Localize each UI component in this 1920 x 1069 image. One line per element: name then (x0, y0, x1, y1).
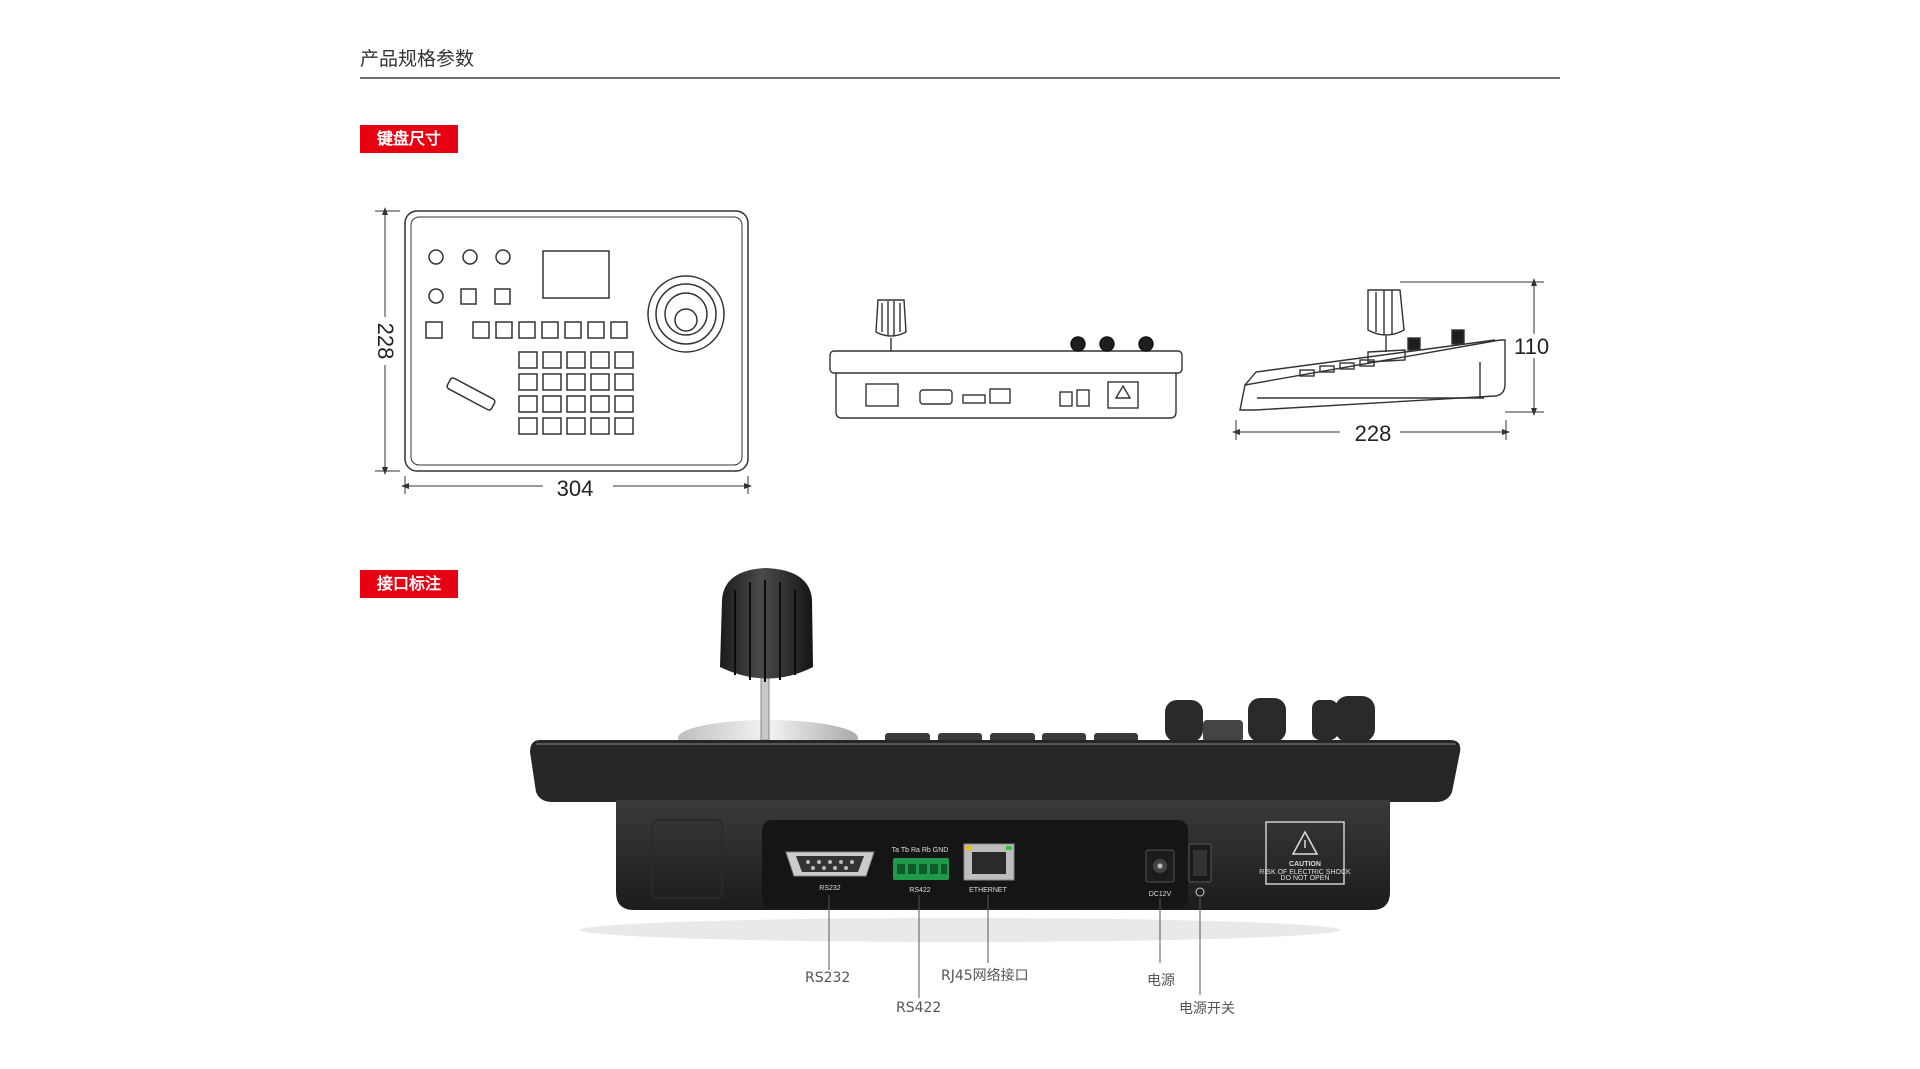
callout-rs422: RS422 (896, 1000, 942, 1016)
front-view-drawing (829, 299, 1183, 419)
keyboard-rear-photo: RS232 Ta Tb Ra Rb GND RS422 ETHERNET DC1… (530, 568, 1461, 942)
callout-power-switch: 电源开关 (1179, 1001, 1235, 1017)
caution-line-2: DO NOT OPEN (1281, 875, 1330, 882)
side-view-drawing (1239, 289, 1506, 411)
dc-input-label: DC12V (1149, 891, 1172, 898)
section-label-interfaces: 接口标注 (360, 570, 458, 598)
side-view-depth-label: 228 (1355, 421, 1392, 446)
top-view-height-label: 228 (373, 323, 398, 360)
callout-rs232: RS232 (805, 970, 851, 986)
rs422-pins-label: Ta Tb Ra Rb GND (892, 847, 949, 854)
side-view-height-label: 110 (1514, 334, 1549, 359)
section-label-dimensions: 键盘尺寸 (360, 125, 458, 153)
caution-line-1: RISK OF ELECTRIC SHOCK (1259, 869, 1351, 876)
top-view-width-label: 304 (557, 476, 594, 501)
rs232-port-label: RS232 (819, 885, 841, 892)
callout-power: 电源 (1147, 973, 1175, 989)
caution-title: CAUTION (1289, 861, 1321, 868)
ethernet-port-label: ETHERNET (969, 887, 1007, 894)
top-view-drawing (404, 210, 749, 472)
callout-rj45: RJ45网络接口 (941, 968, 1029, 984)
title-divider (360, 77, 1560, 79)
callout-leader-lines (828, 895, 1201, 998)
rs422-port-label: RS422 (909, 887, 931, 894)
page-title: 产品规格参数 (360, 48, 475, 70)
